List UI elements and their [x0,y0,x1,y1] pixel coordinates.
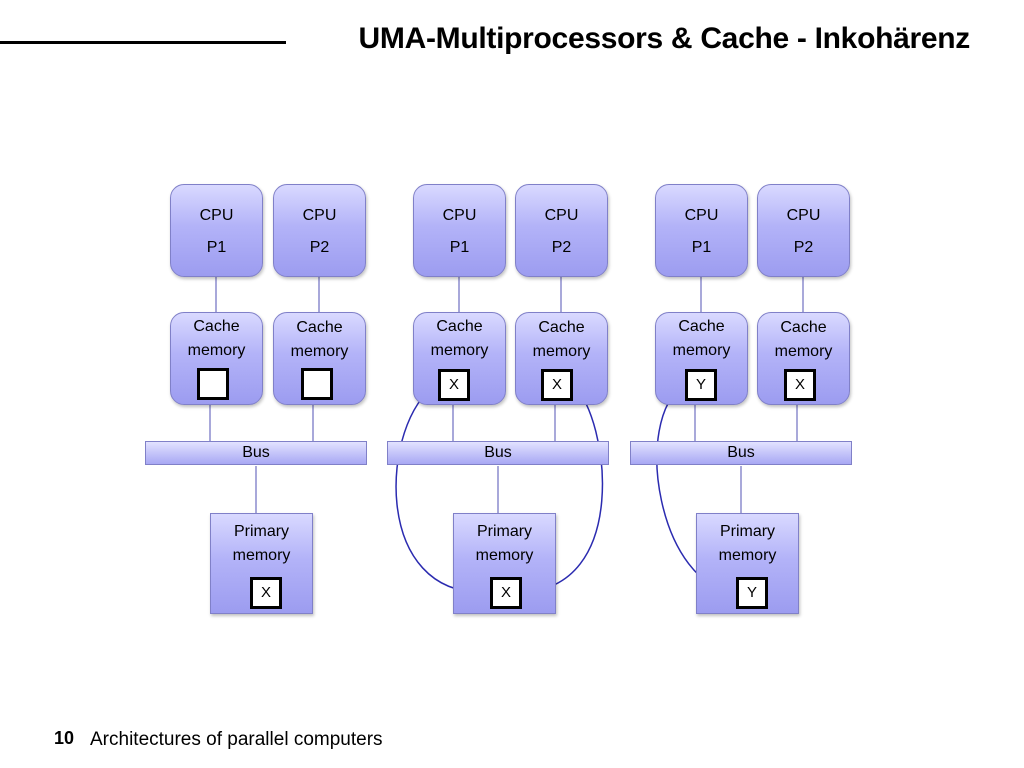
cache-label-line2: memory [672,342,731,359]
cache-p2-box: Cache memory [273,312,366,405]
cache-p1-box: Cache memory X [413,312,506,405]
bus: Bus [387,441,609,465]
primary-memory-box: Primary memory X [453,513,556,614]
cpu-p2-box: CPU P2 [515,184,608,277]
cache-label-line1: Cache [780,319,827,336]
bus: Bus [145,441,367,465]
cache-label-line2: memory [187,342,246,359]
processor-label: P1 [691,239,712,256]
scenario-1-wires [209,277,320,513]
cache-p2-box: Cache memory X [515,312,608,405]
scenario-2-wires [452,277,562,513]
primary-label-line1: Primary [719,523,776,540]
cache-label-line1: Cache [296,319,343,336]
cache-label-line1: Cache [193,318,240,335]
cache-label-line1: Cache [436,318,483,335]
cpu-label: CPU [199,207,234,224]
primary-value-cell: Y [736,577,768,609]
processor-label: P2 [309,239,330,256]
scenario-3-wires [694,277,804,513]
page-number: 10 [54,728,75,748]
cache-label-line2: memory [532,343,591,360]
cache-label-line1: Cache [538,319,585,336]
primary-label-line1: Primary [476,523,533,540]
primary-label-line1: Primary [233,523,290,540]
transfer-arrows [395,382,739,597]
page-title: UMA-Multiprocessors & Cache - Inkohärenz [358,22,971,55]
cache-value-cell [197,368,229,400]
processor-label: P2 [551,239,572,256]
arrow-primary-to-cache-p1 [395,383,490,593]
primary-label-line2: memory [475,547,534,564]
cpu-label: CPU [684,207,719,224]
cpu-p2-box: CPU P2 [273,184,366,277]
primary-memory-box: Primary memory X [210,513,313,614]
processor-label: P1 [449,239,470,256]
cpu-label: CPU [544,207,579,224]
primary-memory-box: Primary memory Y [696,513,799,614]
cpu-label: CPU [786,207,821,224]
primary-label-line2: memory [718,547,777,564]
cpu-p1-box: CPU P1 [413,184,506,277]
cpu-p1-box: CPU P1 [170,184,263,277]
cache-label-line2: memory [290,343,349,360]
cache-value-cell: Y [685,369,717,401]
cache-value-cell [301,368,333,400]
bus: Bus [630,441,852,465]
cache-value-cell: X [438,369,470,401]
processor-label: P1 [206,239,227,256]
cache-value-cell: X [784,369,816,401]
footer-text: Architectures of parallel computers [90,729,383,750]
cache-label-line1: Cache [678,318,725,335]
cache-label-line2: memory [430,342,489,359]
primary-value-cell: X [250,577,282,609]
processor-label: P2 [793,239,814,256]
primary-label-line2: memory [232,547,291,564]
cpu-p2-box: CPU P2 [757,184,850,277]
cache-p1-box: Cache memory [170,312,263,405]
cache-label-line2: memory [774,343,833,360]
cache-p1-box: Cache memory Y [655,312,748,405]
title-rule [0,41,286,44]
primary-value-cell: X [490,577,522,609]
cpu-p1-box: CPU P1 [655,184,748,277]
cpu-label: CPU [442,207,477,224]
cpu-label: CPU [302,207,337,224]
cache-p2-box: Cache memory X [757,312,850,405]
cache-value-cell: X [541,369,573,401]
